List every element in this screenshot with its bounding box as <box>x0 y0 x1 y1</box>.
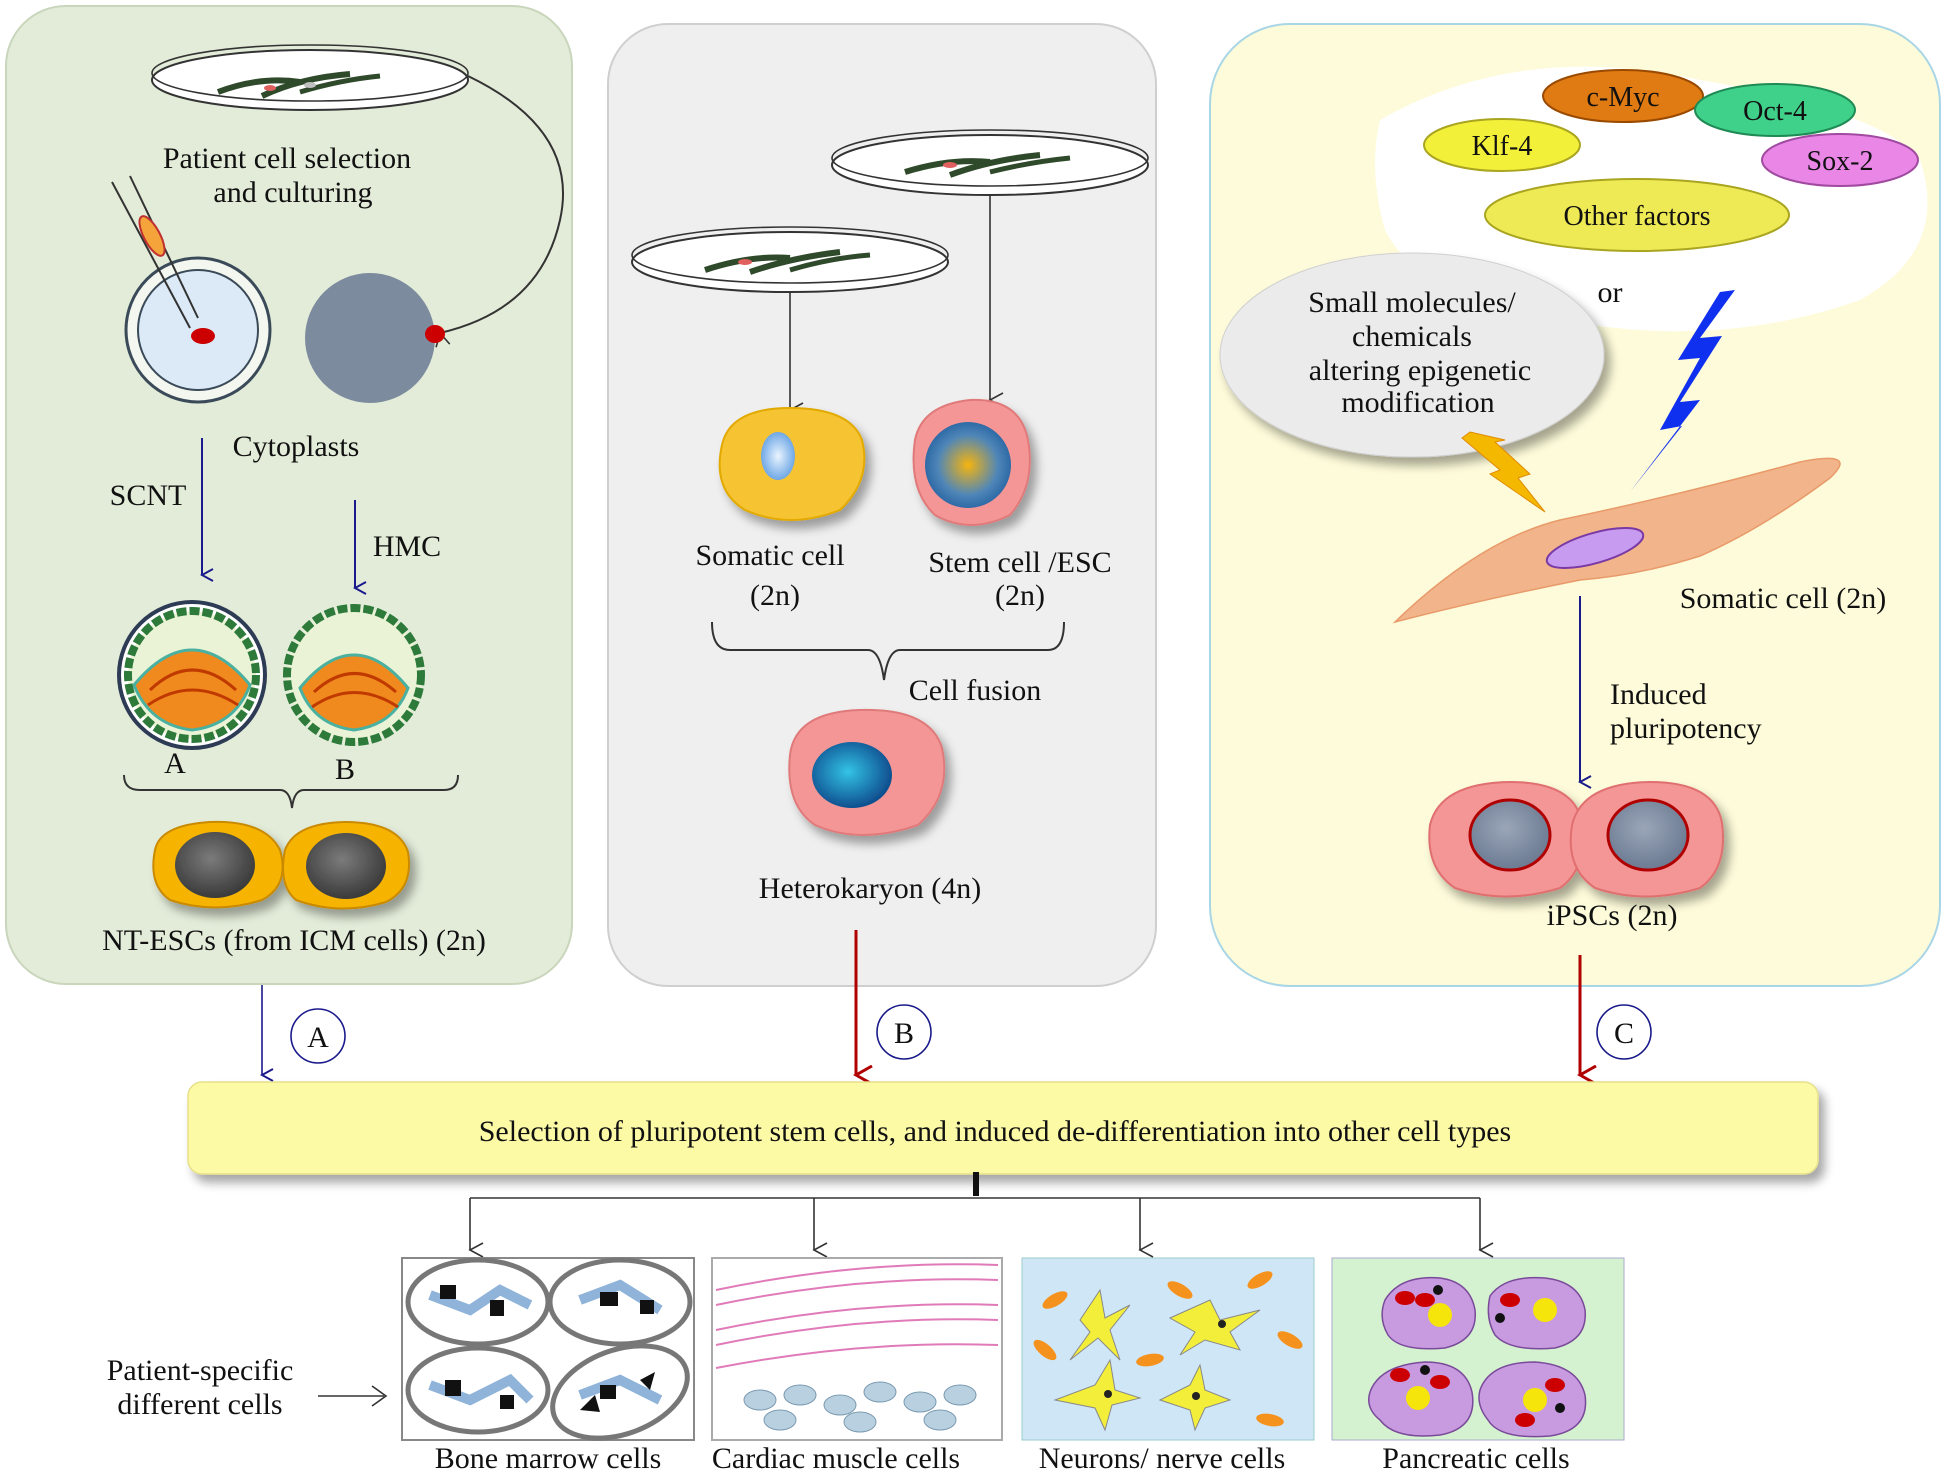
route-c-label: C <box>1614 1017 1634 1050</box>
hmc-label: HMC <box>373 530 441 563</box>
patient-specific-arrowhead <box>371 1385 388 1407</box>
panel-a-brace <box>123 774 459 809</box>
bone-marrow-image <box>401 1257 695 1441</box>
route-a-label: A <box>307 1021 329 1054</box>
pancreatic-image <box>1331 1257 1625 1441</box>
ipscs-cells <box>1428 780 1724 898</box>
route-b-badge <box>876 1004 932 1060</box>
factor-cmyc: c-Myc <box>1542 69 1704 123</box>
oocyte-with-pipette <box>111 175 272 404</box>
panel-c: c-Myc Oct-4 Klf-4 Sox-2 Other factors or… <box>1209 23 1941 987</box>
curved-transfer-arrow <box>435 75 564 348</box>
neurons-image <box>1021 1257 1315 1441</box>
patient-specific-label-2: different cells <box>117 1388 282 1421</box>
factor-other: Other factors <box>1484 178 1790 252</box>
panel-b: Somatic cell (2n) Stem cell /ESC (2n) Ce… <box>607 23 1157 987</box>
induced-label-1: Induced <box>1610 678 1707 711</box>
selection-bar-label: Selection of pluripotent stem cells, and… <box>479 1115 1511 1148</box>
stem-cell-b-ploidy: (2n) <box>995 579 1045 612</box>
somatic-cell-c <box>1392 457 1841 624</box>
somatic-cell-b-ploidy: (2n) <box>750 579 800 612</box>
factor-oct4-label: Oct-4 <box>1743 96 1807 127</box>
route-b-label: B <box>894 1017 914 1050</box>
factor-sox2: Sox-2 <box>1761 133 1919 187</box>
bone-marrow-label: Bone marrow cells <box>435 1442 662 1475</box>
petri-dish-b-right <box>831 129 1149 196</box>
panel-a: Patient cell selection and culturing Cyt… <box>5 5 573 985</box>
patient-cell-label: Patient cell selection <box>163 142 411 175</box>
induced-label-2: pluripotency <box>1610 712 1762 745</box>
blastocyst-b-label: B <box>335 753 355 786</box>
somatic-cell-b-label: Somatic cell <box>695 539 844 572</box>
ntescs-cells <box>152 820 410 910</box>
ntescs-label: NT-ESCs (from ICM cells) (2n) <box>102 924 486 957</box>
small-molecules-line-3: altering epigenetic <box>1309 354 1531 387</box>
cardiac-muscle-image <box>711 1257 1003 1441</box>
cytoplast-gray <box>305 273 445 403</box>
cytoplasts-label: Cytoplasts <box>233 430 360 463</box>
pancreatic-label: Pancreatic cells <box>1382 1442 1569 1475</box>
somatic-cell-c-label: Somatic cell (2n) <box>1680 582 1887 615</box>
scnt-label: SCNT <box>110 479 187 512</box>
cardiac-muscle-label: Cardiac muscle cells <box>712 1442 960 1475</box>
stem-cell-b <box>912 398 1031 526</box>
ipscs-label: iPSCs (2n) <box>1547 899 1678 932</box>
blastocyst-a-label: A <box>164 747 186 780</box>
factor-cmyc-label: c-Myc <box>1586 82 1659 113</box>
factor-other-label: Other factors <box>1564 201 1711 232</box>
route-a-badge <box>290 1008 346 1064</box>
or-label: or <box>1598 276 1623 309</box>
small-molecules-line-1: Small molecules/ <box>1308 286 1516 319</box>
heterokaryon-cell <box>788 708 946 836</box>
blastocyst-b <box>283 604 425 746</box>
orange-lightning-icon <box>1461 431 1546 513</box>
somatic-cell-b <box>718 406 866 521</box>
cell-fusion-label: Cell fusion <box>909 674 1042 707</box>
route-c-badge <box>1596 1004 1652 1060</box>
factor-sox2-label: Sox-2 <box>1807 146 1874 177</box>
heterokaryon-label: Heterokaryon (4n) <box>759 872 981 905</box>
neurons-label: Neurons/ nerve cells <box>1039 1442 1286 1475</box>
patient-cell-label-2: and culturing <box>213 176 372 209</box>
factor-oct4: Oct-4 <box>1694 83 1856 137</box>
small-molecules-line-2: chemicals <box>1352 320 1472 353</box>
patient-specific-label-1: Patient-specific <box>107 1354 294 1387</box>
factor-klf4: Klf-4 <box>1423 118 1581 172</box>
blue-lightning-icon <box>1630 290 1735 492</box>
stem-cell-b-label: Stem cell /ESC <box>928 546 1111 579</box>
small-molecules-line-4: modification <box>1341 386 1494 419</box>
selection-bar <box>187 1081 1819 1175</box>
factor-klf4-label: Klf-4 <box>1472 131 1533 162</box>
blastocyst-a <box>117 600 267 750</box>
small-molecules-bubble <box>1219 252 1605 458</box>
petri-dish-a <box>151 44 469 111</box>
panel-b-brace <box>711 621 1065 681</box>
